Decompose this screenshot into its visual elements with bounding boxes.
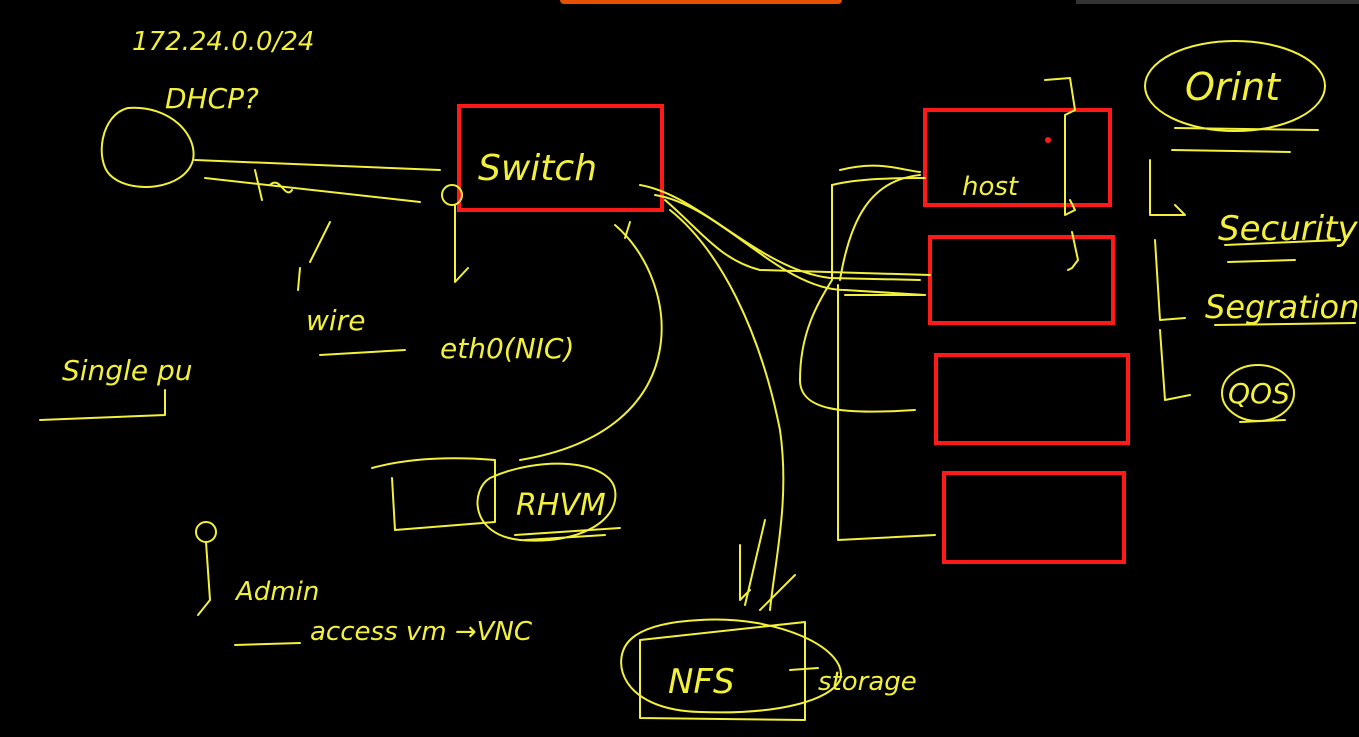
switch-host-cabling bbox=[639, 164, 936, 541]
top-tab-indicator bbox=[560, 0, 842, 4]
orint-label: Orint bbox=[1185, 65, 1282, 109]
nfs-storage bbox=[620, 209, 842, 721]
rhvm-manager bbox=[371, 221, 663, 542]
host-box-2 bbox=[928, 235, 1115, 325]
storage-label: storage bbox=[818, 667, 917, 697]
host-box-3 bbox=[934, 353, 1130, 445]
security-label: Security bbox=[1218, 209, 1358, 249]
switch-label: Switch bbox=[478, 148, 597, 189]
host-box-1 bbox=[923, 108, 1112, 207]
eth0-label: eth0(NIC) bbox=[440, 332, 574, 365]
dhcp-label: DHCP? bbox=[165, 82, 259, 115]
host-box-4 bbox=[942, 471, 1126, 564]
red-dot bbox=[1045, 137, 1051, 143]
admin-figure bbox=[195, 521, 301, 646]
rhvm-label: RHVM bbox=[516, 488, 606, 523]
switch-box bbox=[457, 104, 664, 212]
wire-label: wire bbox=[306, 304, 365, 337]
single-underline bbox=[39, 389, 166, 421]
admin-label: Admin bbox=[234, 577, 319, 607]
host-label: host bbox=[962, 172, 1019, 202]
dhcp-client bbox=[100, 106, 469, 356]
ip-subnet-label: 172.24.0.0/24 bbox=[132, 27, 314, 57]
host-bracket bbox=[1044, 77, 1079, 271]
nfs-label: NFS bbox=[668, 662, 735, 702]
segration-label: Segration bbox=[1205, 288, 1359, 326]
qos-label: QOS bbox=[1228, 377, 1290, 410]
single-label: Single pu bbox=[62, 354, 193, 387]
orint-panel bbox=[1144, 40, 1356, 423]
top-right-bar bbox=[1076, 0, 1359, 4]
access-vm-label: access vm →VNC bbox=[310, 617, 533, 647]
